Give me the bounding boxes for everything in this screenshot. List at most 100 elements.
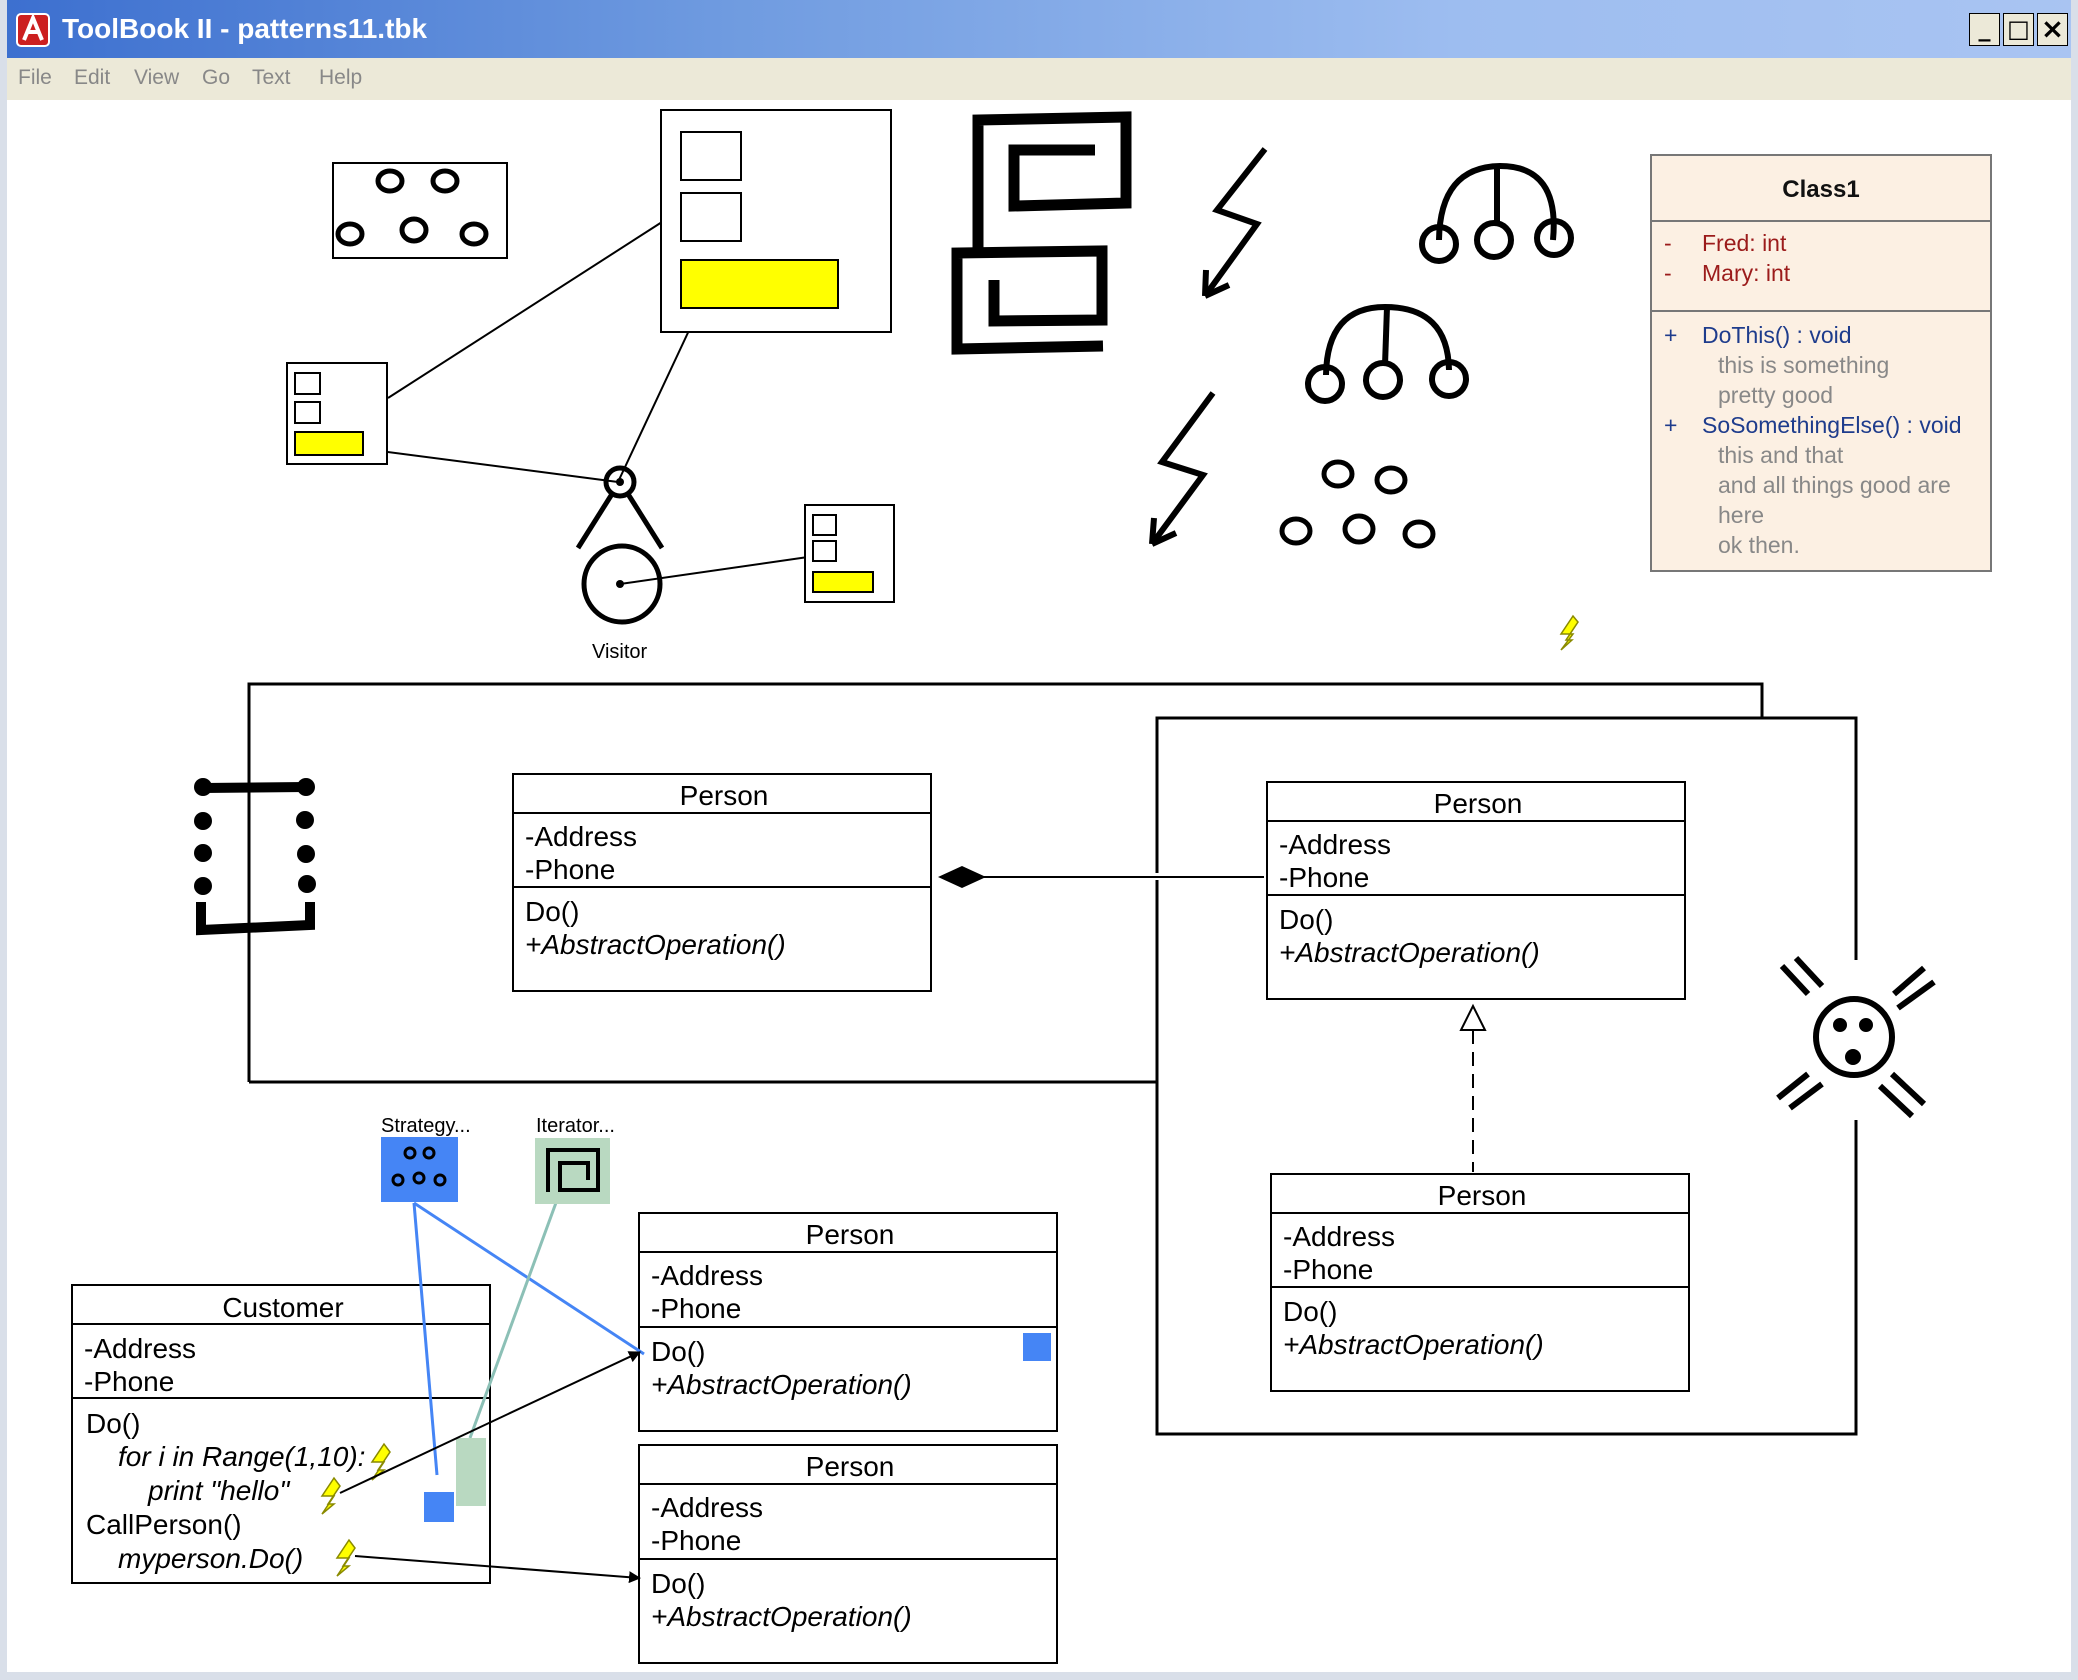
blue-port-marker[interactable]	[1023, 1333, 1051, 1361]
connector-line	[617, 306, 701, 483]
class-name: Customer	[222, 1292, 343, 1323]
person-class[interactable]: Person -Address -Phone Do() +AbstractOpe…	[512, 773, 932, 992]
class-icon-compartment	[812, 540, 837, 562]
menu-view[interactable]: View	[134, 66, 180, 89]
bracket-dots-icon[interactable]	[194, 778, 316, 936]
call-arrow	[339, 1351, 641, 1494]
menu-help[interactable]: Help	[319, 66, 363, 89]
customer-class[interactable]: Customer -Address -Phone Do() for i in R…	[71, 1284, 491, 1584]
attribute: -Address	[651, 1260, 763, 1291]
anchor-dot	[616, 478, 624, 486]
lightning-icon[interactable]	[1149, 391, 1216, 547]
window-frame-left	[0, 0, 7, 1680]
lightning-marker-icon[interactable]	[1559, 614, 1579, 651]
attribute: -Address	[1283, 1221, 1395, 1252]
class-icon-ops-compartment	[294, 431, 364, 456]
iterator-thumbnail[interactable]	[535, 1138, 610, 1204]
operation: Do()	[525, 896, 579, 927]
operation: +AbstractOperation()	[525, 929, 786, 960]
attribute: -Phone	[1279, 862, 1369, 893]
operation: Do()	[86, 1408, 140, 1439]
sun-face-icon[interactable]	[1776, 955, 1936, 1119]
operation: +AbstractOperation()	[1279, 937, 1540, 968]
square-spiral-icon[interactable]	[951, 111, 1132, 355]
menu-edit[interactable]: Edit	[74, 66, 111, 89]
class-name: Person	[680, 780, 769, 811]
close-button[interactable]: ×	[2037, 13, 2068, 46]
tree-icon[interactable]	[1305, 303, 1469, 404]
person-class[interactable]: Person -Address -Phone Do() +AbstractOpe…	[638, 1444, 1058, 1664]
person-class[interactable]: Person -Address -Phone Do() +AbstractOpe…	[1266, 781, 1686, 1000]
person-class[interactable]: Person -Address -Phone Do() +AbstractOpe…	[638, 1212, 1058, 1432]
toolbook-app-icon[interactable]	[14, 10, 54, 50]
menu-go[interactable]: Go	[202, 66, 231, 89]
operation-note: this and that	[1718, 442, 1844, 468]
dots-cluster-icon[interactable]	[1279, 459, 1436, 549]
operation: CallPerson()	[86, 1509, 242, 1540]
iterator-label: Iterator...	[536, 1115, 615, 1137]
attribute: -Address	[651, 1492, 763, 1523]
drawing-canvas[interactable]: Visitor	[7, 100, 2071, 1672]
operation-code: for i in Range(1,10):	[118, 1441, 365, 1472]
class1-operation: DoThis() : void	[1702, 322, 1852, 348]
operation: +AbstractOperation()	[1283, 1329, 1544, 1360]
menu-file[interactable]: File	[18, 66, 52, 89]
dots-cluster-icon	[335, 168, 489, 247]
class1-box[interactable]: Class1 - Fred: int - Mary: int + DoThis(…	[1650, 154, 1992, 572]
class-name: Person	[806, 1451, 895, 1482]
strategy-thumbnail[interactable]	[381, 1137, 458, 1202]
visitor-figure-icon[interactable]	[575, 465, 665, 625]
class1-attribute: Mary: int	[1702, 260, 1791, 286]
class-name: Person	[1434, 788, 1523, 819]
attribute: -Phone	[651, 1525, 741, 1556]
minimize-button[interactable]: _	[1969, 13, 2000, 46]
strategy-label: Strategy...	[381, 1115, 471, 1137]
visitor-diagram: Visitor	[286, 109, 895, 663]
operation: Do()	[651, 1336, 705, 1367]
class-icon-compartment	[294, 401, 321, 424]
class-icon-ops-compartment	[680, 259, 839, 309]
menu-text[interactable]: Text	[252, 66, 291, 89]
operation: Do()	[1279, 904, 1333, 935]
composition-diamond	[938, 866, 986, 888]
person-class[interactable]: Person -Address -Phone Do() +AbstractOpe…	[1270, 1173, 1690, 1392]
class-name: Person	[1438, 1180, 1527, 1211]
strategy-link-line	[412, 1202, 439, 1476]
connector-line	[356, 447, 619, 483]
class-icon-compartment	[680, 131, 742, 181]
operation: +AbstractOperation()	[651, 1369, 912, 1400]
operation: +AbstractOperation()	[651, 1601, 912, 1632]
attribute: -Phone	[1283, 1254, 1373, 1285]
window-frame-bottom	[0, 1672, 2078, 1680]
attribute: -Phone	[651, 1293, 741, 1324]
lightning-marker-icon[interactable]	[320, 1476, 341, 1515]
operation-code: print "hello"	[147, 1475, 290, 1506]
attribute: -Address	[84, 1333, 196, 1364]
call-arrow	[354, 1555, 641, 1584]
blue-port-marker[interactable]	[424, 1492, 454, 1522]
connector-line	[619, 556, 809, 585]
attr-visibility: -	[1664, 230, 1672, 256]
generalization-arrowhead	[1459, 1003, 1487, 1031]
operation-note: here	[1718, 502, 1765, 528]
class-icon-compartment	[812, 514, 837, 536]
attribute: -Address	[525, 821, 637, 852]
window-title: ToolBook II - patterns11.tbk	[62, 13, 428, 44]
maximize-button[interactable]: □	[2003, 13, 2034, 46]
lightning-icon[interactable]	[1202, 147, 1268, 299]
class-icon-ops-compartment	[812, 571, 874, 593]
class1-attribute: Fred: int	[1702, 230, 1787, 256]
operation-note: and all things good are	[1718, 472, 1951, 498]
green-port-marker[interactable]	[456, 1438, 486, 1506]
attribute: -Address	[1279, 829, 1391, 860]
lightning-marker-icon[interactable]	[335, 1538, 356, 1577]
attribute: -Phone	[84, 1366, 174, 1397]
attr-visibility: -	[1664, 260, 1672, 286]
class-icon-compartment	[680, 192, 742, 242]
op-visibility: +	[1664, 412, 1678, 438]
tree-icon[interactable]	[1419, 162, 1574, 264]
pattern-frame-outer	[247, 682, 1764, 1082]
op-visibility: +	[1664, 322, 1678, 348]
anchor-dot	[616, 580, 624, 588]
class1-operation: SoSomethingElse() : void	[1702, 412, 1962, 438]
